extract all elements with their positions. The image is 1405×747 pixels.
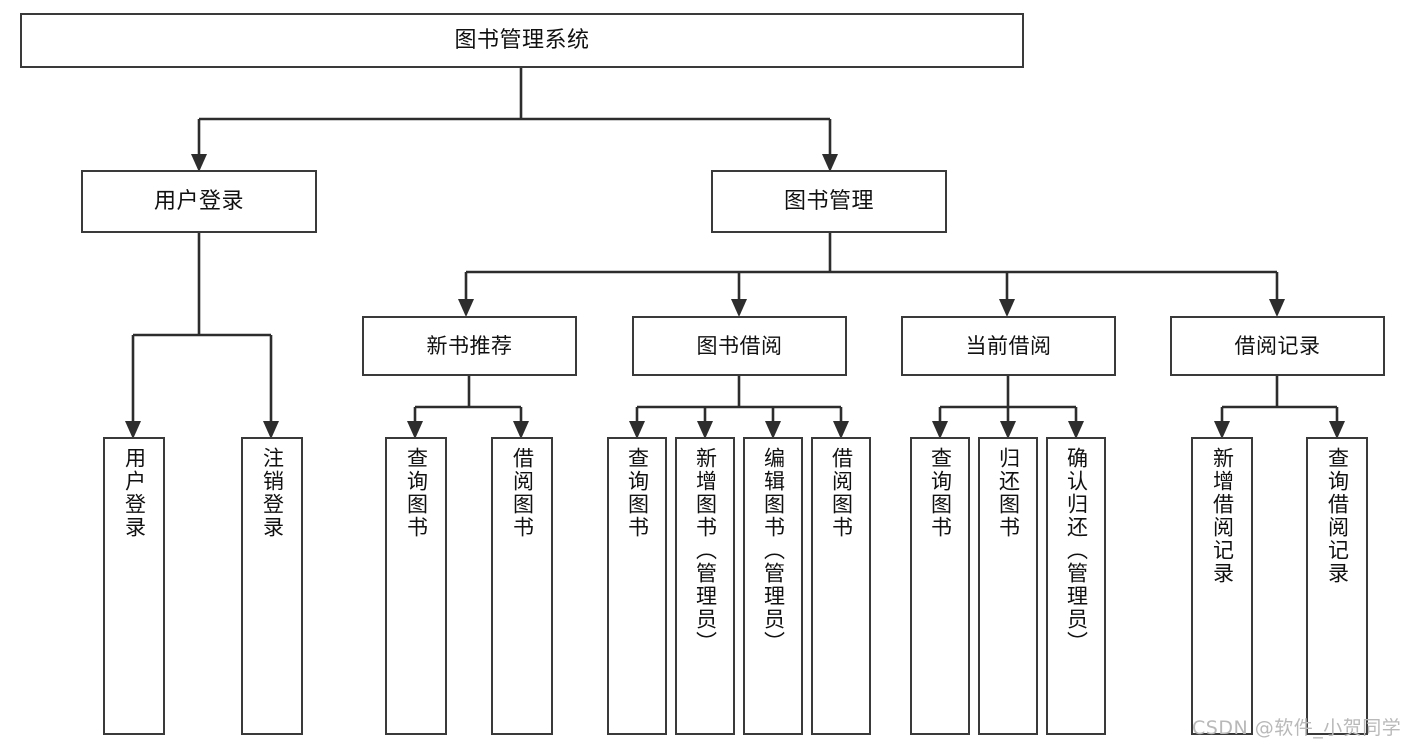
node-label: 新增图书（管理员） [693, 447, 718, 654]
leaf-new-book-query-book[interactable]: 查询图书 [385, 437, 447, 735]
node-label: 借阅图书 [510, 447, 535, 539]
node-label: 图书管理 [783, 188, 874, 214]
node-label: 查询图书 [625, 447, 650, 539]
node-label: 图书管理系统 [454, 27, 590, 53]
node-label: 查询图书 [404, 447, 429, 539]
node-label: 用户登录 [153, 188, 244, 214]
leaf-borrow-record-query-record[interactable]: 查询借阅记录 [1306, 437, 1368, 735]
node-label: 查询图书 [928, 447, 953, 539]
csdn-watermark: CSDN @软件_小贺同学 [1192, 713, 1401, 740]
node-root-book-management-system[interactable]: 图书管理系统 [20, 13, 1024, 68]
leaf-current-borrow-confirm-return-admin[interactable]: 确认归还（管理员） [1046, 437, 1106, 735]
node-new-book-recommend[interactable]: 新书推荐 [362, 316, 577, 376]
node-label: 编辑图书（管理员） [761, 447, 786, 654]
node-label: 当前借阅 [965, 333, 1052, 358]
node-label: 用户登录 [122, 447, 147, 539]
node-current-borrow[interactable]: 当前借阅 [901, 316, 1116, 376]
node-label: 归还图书 [996, 447, 1021, 539]
leaf-borrow-record-add-record[interactable]: 新增借阅记录 [1191, 437, 1253, 735]
node-book-management[interactable]: 图书管理 [711, 170, 947, 233]
leaf-book-borrow-query-book[interactable]: 查询图书 [607, 437, 667, 735]
leaf-user-login-login[interactable]: 用户登录 [103, 437, 165, 735]
leaf-user-login-logout[interactable]: 注销登录 [241, 437, 303, 735]
node-label: 新书推荐 [426, 333, 513, 358]
leaf-book-borrow-add-book-admin[interactable]: 新增图书（管理员） [675, 437, 735, 735]
node-label: 图书借阅 [696, 333, 783, 358]
node-label: 查询借阅记录 [1325, 447, 1350, 585]
leaf-current-borrow-return-book[interactable]: 归还图书 [978, 437, 1038, 735]
node-label: 注销登录 [260, 447, 285, 539]
node-borrow-record[interactable]: 借阅记录 [1170, 316, 1385, 376]
leaf-current-borrow-query-book[interactable]: 查询图书 [910, 437, 970, 735]
watermark-text: CSDN @软件_小贺同学 [1192, 717, 1402, 739]
node-label: 借阅记录 [1234, 333, 1321, 358]
node-label: 新增借阅记录 [1210, 447, 1235, 585]
node-label: 确认归还（管理员） [1064, 447, 1089, 654]
leaf-book-borrow-edit-book-admin[interactable]: 编辑图书（管理员） [743, 437, 803, 735]
node-label: 借阅图书 [829, 447, 854, 539]
node-book-borrow[interactable]: 图书借阅 [632, 316, 847, 376]
leaf-book-borrow-borrow-book[interactable]: 借阅图书 [811, 437, 871, 735]
leaf-new-book-borrow-book[interactable]: 借阅图书 [491, 437, 553, 735]
node-user-login[interactable]: 用户登录 [81, 170, 317, 233]
